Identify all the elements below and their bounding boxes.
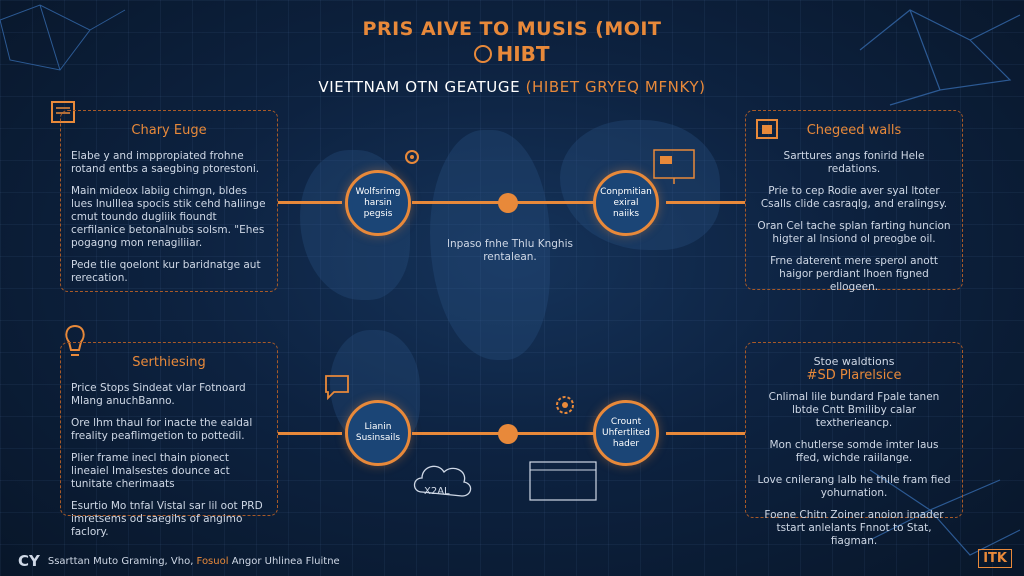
panel-text: Ore lhm thaul for inacte the ealdal frea… xyxy=(71,417,253,442)
brand-icon xyxy=(474,45,493,63)
panel-text: Elabe y and imppropiated frohne rotand e… xyxy=(71,150,260,175)
footer-text: Ssarttan Muto Graming, Vho, Fosuol Angor… xyxy=(47,555,340,567)
panel-text: Esurtio Mo tnfal Vistal sar lil oot PRD … xyxy=(71,500,263,538)
connector-dot xyxy=(498,193,518,213)
monitor-icon xyxy=(653,149,695,184)
cloud-icon xyxy=(413,465,472,497)
chat-bubble-icon xyxy=(325,375,349,400)
cloud-label: X2AL xyxy=(424,486,450,497)
node-bottom-left: Lianin Susinsails xyxy=(345,400,411,466)
panel-text: Mon chutlerse somde imter laus ffed, wic… xyxy=(769,439,939,464)
center-note: lnpaso fnhe Thlu Knghis rentalean. xyxy=(447,238,573,263)
panel-text: Plier frame inecl thain pionect lineaiel… xyxy=(71,452,230,490)
connector-line xyxy=(278,201,342,204)
network-decoration-icon xyxy=(859,9,1021,106)
connector-line xyxy=(278,432,342,435)
node-top-left: Wolfsrimg harsin pegsis xyxy=(345,170,411,236)
connector-line xyxy=(666,432,745,435)
page-title: PRIS AIVE TO MUSIS (MOIT xyxy=(362,18,662,40)
panel-bottom-right: Stoe waldtions #SD Plarelsice Cnlimal li… xyxy=(745,342,963,547)
corner-badge: ITK xyxy=(978,549,1012,568)
page-subtitle: HIBT xyxy=(0,42,1024,66)
panel-text: Sarttures angs fonirid Hele redations. xyxy=(783,150,925,175)
window-icon xyxy=(529,461,597,501)
panel-top-right: Chegeed walls Sarttures angs fonirid Hel… xyxy=(745,110,963,293)
node-top-right: Conpmitian exiral naiiks xyxy=(593,170,659,236)
panel-top-left: Chary Euge Elabe y and imppropiated froh… xyxy=(60,110,278,292)
panel-text: Price Stops Sindeat vlar Fotnoard Mlang … xyxy=(71,382,246,407)
header: PRIS AIVE TO MUSIS (MOIT HIBT VIETTNAM O… xyxy=(0,14,1024,96)
connector-line xyxy=(666,201,745,204)
panel-text: Oran Cel tache splan farting huncion hig… xyxy=(757,220,951,245)
lightbulb-icon xyxy=(65,324,85,356)
panel-text: Foene Chitn Zoiner anoion imader tstart … xyxy=(764,509,944,547)
panel-title: Serthiesing xyxy=(132,355,206,370)
panel-text: Main mideox labiig chimgn, bldes lues ln… xyxy=(71,185,266,249)
footer-logo: CY xyxy=(18,552,40,570)
page-tagline: VIETTNAM OTN GEATUGE (HIBET GRYEQ MFNKY) xyxy=(318,78,706,96)
panel-title: Chegeed walls xyxy=(806,123,902,138)
panel-bottom-left: Serthiesing Price Stops Sindeat vlar Fot… xyxy=(60,342,278,538)
settings-icon xyxy=(556,396,574,414)
network-decoration-icon xyxy=(869,469,1021,556)
panel-title: Chary Euge xyxy=(131,123,207,138)
gear-icon xyxy=(405,150,419,164)
connector-dot xyxy=(498,424,518,444)
node-bottom-right: Crount Uhfertlited hader xyxy=(593,400,659,466)
network-decoration-icon xyxy=(0,4,126,71)
footer: CY Ssarttan Muto Graming, Vho, Fosuol An… xyxy=(18,552,340,570)
panel-text: Pede tlie qoelont kur baridnatge aut rer… xyxy=(71,259,261,284)
panel-text: Frne daterent mere sperol anott haigor p… xyxy=(770,255,938,293)
panel-text: Love cnilerang lalb he thile fram fied y… xyxy=(757,474,951,499)
map-continent-europe-africa xyxy=(430,130,550,360)
calendar-icon xyxy=(756,119,778,139)
panel-text: Cnlimal lile bundard Fpale tanen lbtde C… xyxy=(768,391,940,429)
panel-text: Prie to cep Rodie aver syal ltoter Csall… xyxy=(760,185,948,210)
panel-title: Stoe waldtions #SD Plarelsice xyxy=(806,355,902,383)
